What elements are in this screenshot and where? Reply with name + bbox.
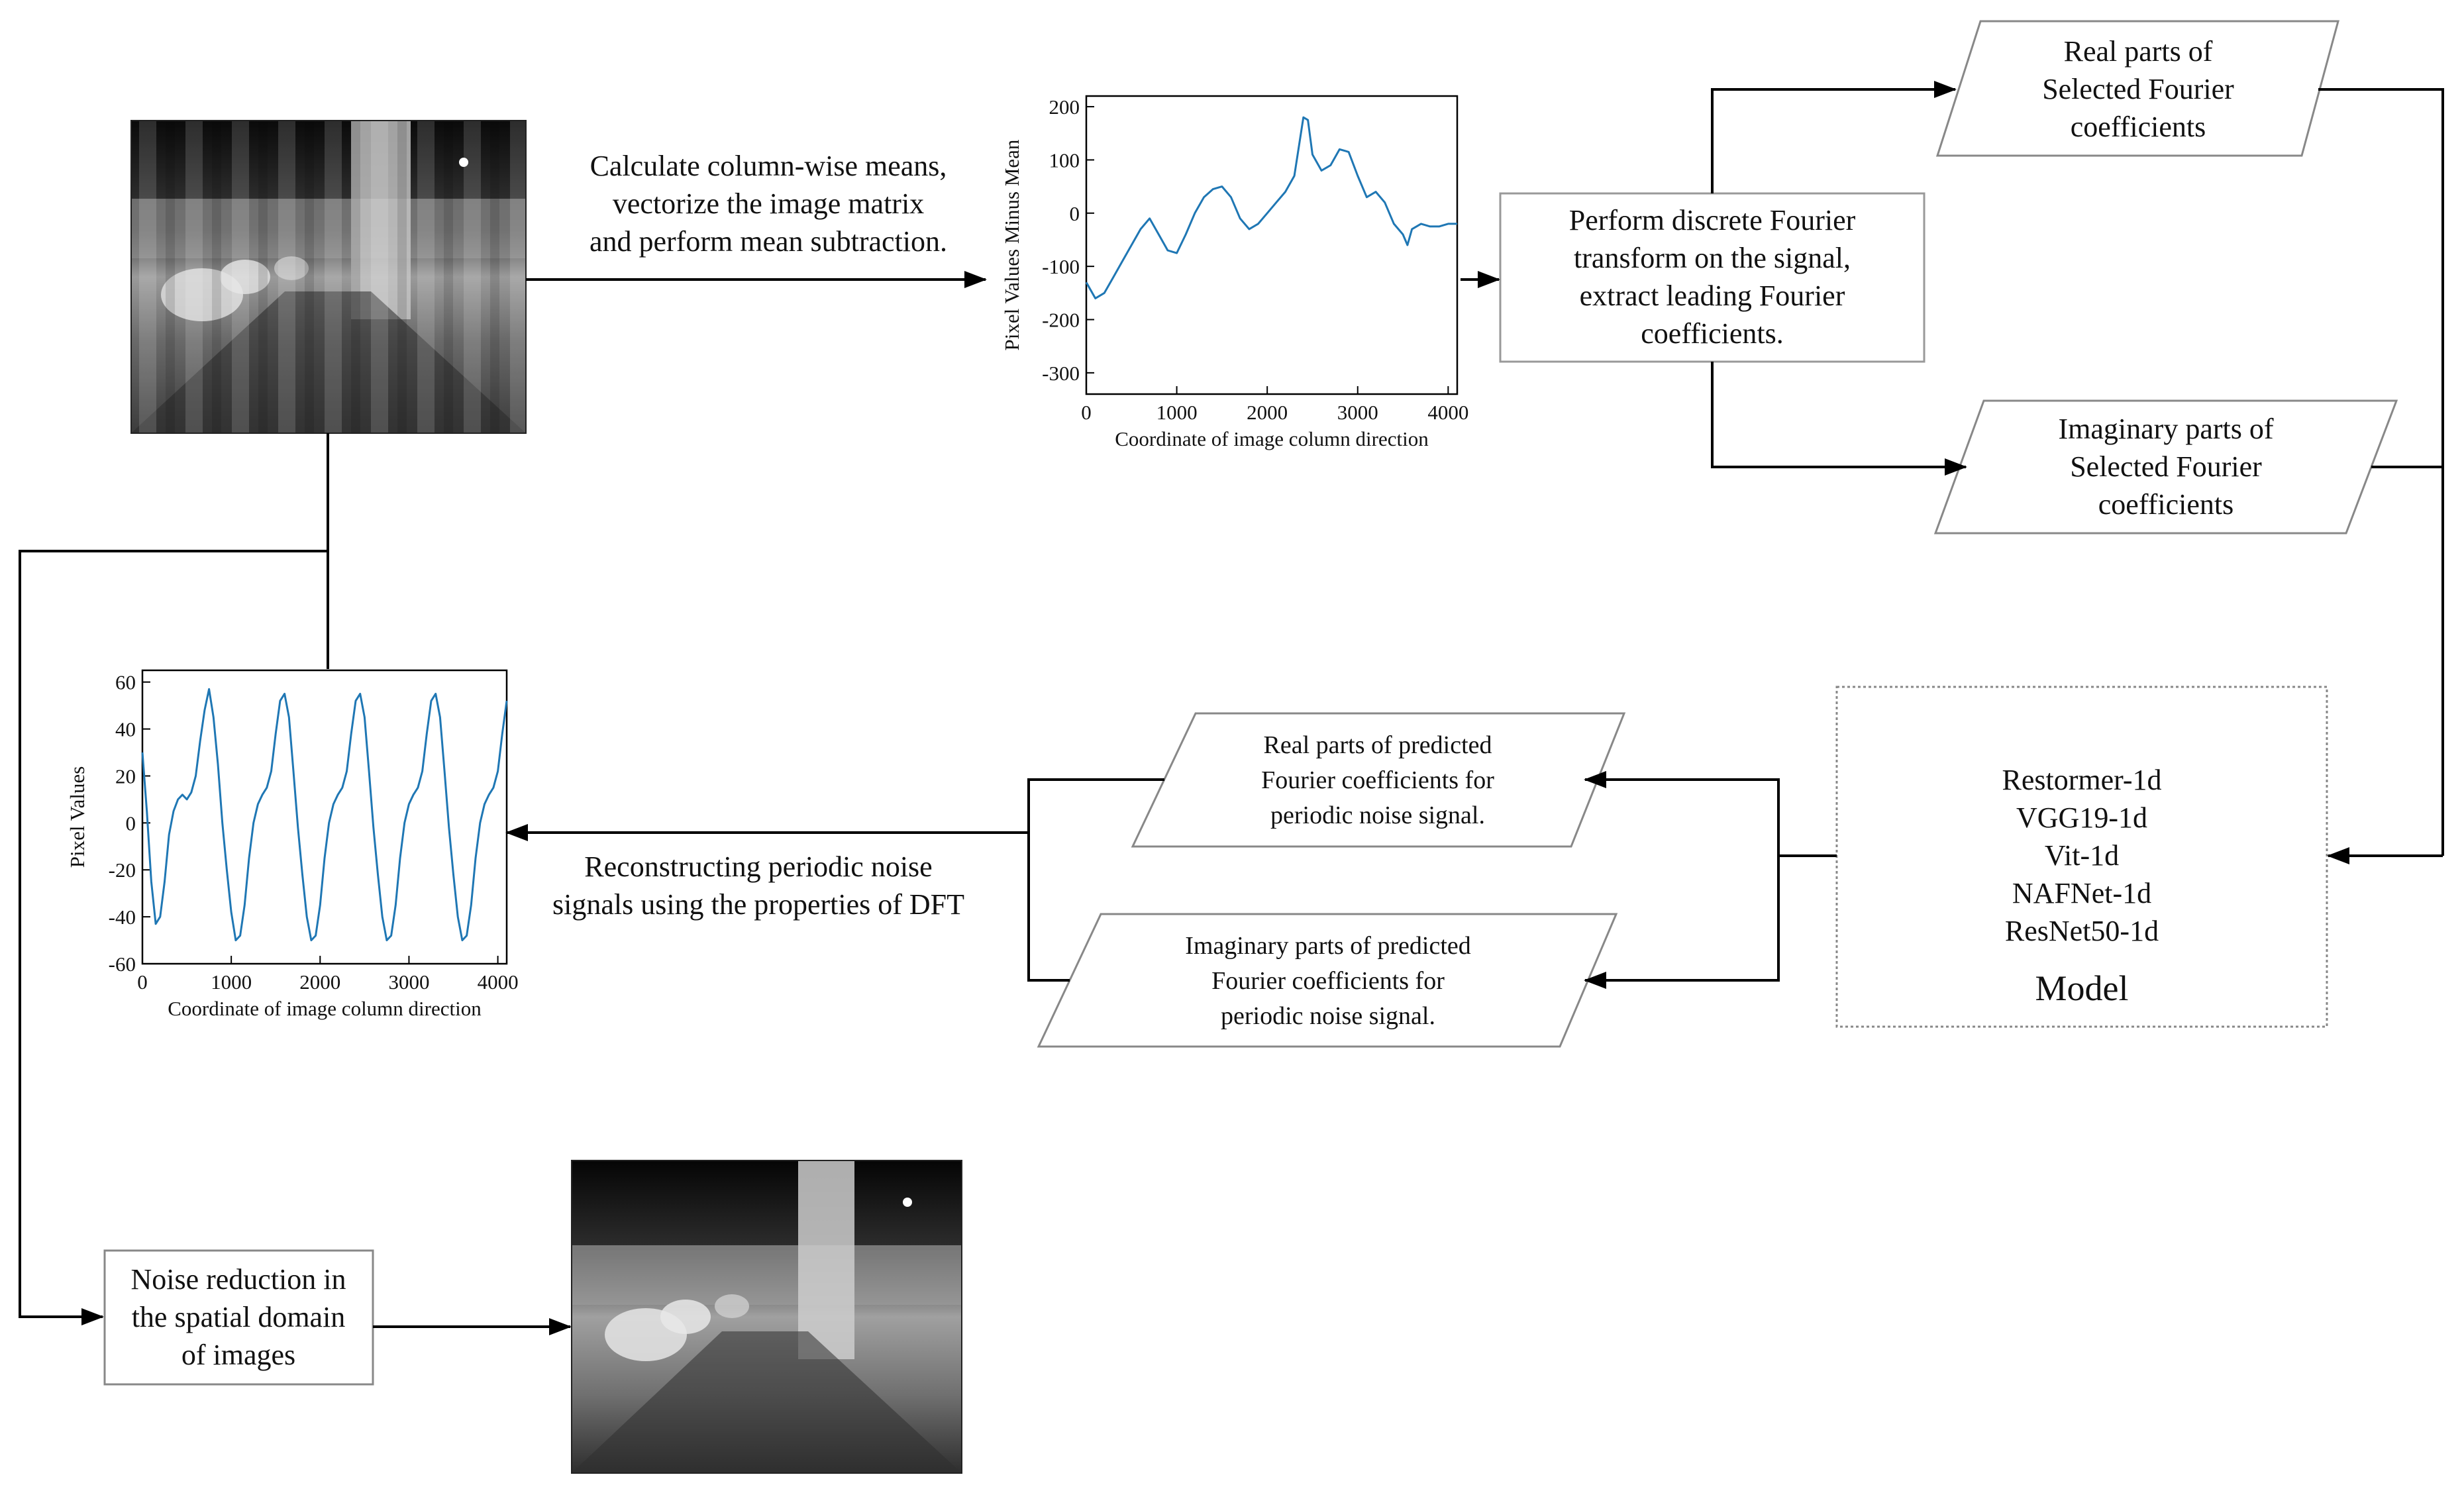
periodic-noise-signal-chart: 0 1000 2000 3000 4000 60 40 20 0 -20 -40 -60Coordin…	[66, 669, 519, 1020]
real-sel-line: Selected Fourier	[2042, 73, 2234, 105]
y-tick-label: 200	[1049, 95, 1080, 119]
y-tick-label: 0	[1070, 202, 1080, 225]
x-axis-label: Coordinate of image column direction	[168, 997, 482, 1020]
y-tick-label: 60	[115, 671, 136, 694]
x-tick-label: 3000	[388, 970, 429, 994]
y-axis-label: Pixel Values	[66, 766, 89, 868]
arrow-dft-to-imag	[1711, 362, 1967, 476]
denoised-thermal-image	[571, 1160, 962, 1474]
dft-line: transform on the signal,	[1574, 242, 1851, 274]
noisy-thermal-image	[130, 120, 527, 434]
noise-reduction-line: Noise reduction in	[130, 1263, 346, 1296]
calc-means-text: Calculate column-wise means, vectorize t…	[590, 150, 947, 258]
y-tick-label: 20	[115, 764, 136, 788]
imag-sel-line: coefficients	[2098, 488, 2233, 521]
y-tick-label: -200	[1042, 309, 1080, 332]
imag-pred-line: periodic noise signal.	[1221, 1002, 1435, 1030]
line-real-to-model	[2318, 88, 2444, 856]
real-parts-selected-box: Real parts of Selected Fourier coefficie…	[1935, 20, 2339, 157]
y-tick-label: -60	[109, 952, 136, 976]
arrow-dft-to-real	[1711, 81, 1957, 193]
calc-means-line: and perform mean subtraction.	[590, 225, 947, 258]
y-tick-label: 0	[126, 811, 136, 835]
x-tick-label: 4000	[1427, 401, 1468, 424]
real-sel-line: Real parts of	[2064, 35, 2213, 68]
y-tick-label: -40	[109, 905, 136, 929]
x-tick-label: 1000	[211, 970, 252, 994]
real-pred-line: Real parts of predicted	[1263, 731, 1492, 759]
calc-means-line: vectorize the image matrix	[613, 187, 924, 220]
model-item: Vit-1d	[2045, 839, 2119, 872]
y-tick-label: -20	[109, 858, 136, 882]
dft-line: Perform discrete Fourier	[1569, 204, 1856, 236]
real-parts-predicted-box: Real parts of predicted Fourier coeffici…	[1131, 712, 1626, 848]
imag-pred-line: Fourier coefficients for	[1211, 967, 1445, 995]
real-pred-line: Fourier coefficients for	[1261, 766, 1494, 794]
noise-reduction-box: Noise reduction in the spatial domain of…	[103, 1249, 374, 1386]
calc-means-line: Calculate column-wise means,	[590, 150, 947, 182]
imaginary-parts-selected-box: Imaginary parts of Selected Fourier coef…	[1933, 399, 2398, 535]
noise-reduction-line: of images	[181, 1339, 295, 1371]
y-tick-label: -100	[1042, 255, 1080, 278]
arrow-loop-to-noise-reduction	[19, 550, 328, 1325]
reconstruct-line: Reconstructing periodic noise	[584, 850, 932, 883]
model-item: NAFNet-1d	[2012, 877, 2151, 909]
x-tick-label: 3000	[1337, 401, 1378, 424]
series-line	[141, 688, 508, 942]
noise-reduction-line: the spatial domain	[132, 1301, 346, 1333]
model-box: Restormer-1d VGG19-1d Vit-1d NAFNet-1d R…	[1835, 686, 2328, 1028]
line-pred-join	[1027, 778, 1164, 982]
x-tick-label: 2000	[1247, 401, 1288, 424]
real-sel-line: coefficients	[2071, 111, 2206, 143]
model-item: ResNet50-1d	[2005, 915, 2159, 947]
imag-pred-line: Imaginary parts of predicted	[1185, 932, 1471, 960]
real-pred-line: periodic noise signal.	[1270, 801, 1485, 829]
x-tick-label: 2000	[299, 970, 340, 994]
connector-lines	[19, 81, 2444, 1335]
arrow-model-to-real-pred	[1584, 771, 1837, 857]
model-label: Model	[2035, 968, 2129, 1008]
reconstruct-text: Reconstructing periodic noise signals us…	[552, 850, 964, 921]
y-tick-label: 40	[115, 718, 136, 741]
series-line	[1085, 116, 1457, 299]
model-item: Restormer-1d	[2002, 764, 2161, 796]
x-tick-label: 1000	[1156, 401, 1198, 424]
y-tick-label: 100	[1049, 148, 1080, 172]
arrow-model-to-imag-pred	[1584, 856, 1780, 989]
x-tick-label: 0	[137, 970, 148, 994]
plot-frame	[1085, 95, 1459, 395]
imag-sel-line: Imaginary parts of	[2059, 413, 2274, 445]
x-axis-label: Coordinate of image column direction	[1115, 427, 1429, 450]
y-axis-label: Pixel Values Minus Mean	[1000, 139, 1023, 350]
x-tick-label: 0	[1081, 401, 1092, 424]
y-tick-label: -300	[1042, 362, 1080, 385]
dft-step-box: Perform discrete Fourier transform on th…	[1499, 192, 1925, 363]
model-item: VGG19-1d	[2016, 801, 2147, 834]
imag-sel-line: Selected Fourier	[2070, 450, 2262, 483]
dft-line: coefficients.	[1641, 317, 1783, 350]
reconstruct-line: signals using the properties of DFT	[552, 888, 964, 921]
imaginary-parts-predicted-box: Imaginary parts of predicted Fourier coe…	[1037, 913, 1618, 1048]
plot-frame	[141, 669, 508, 965]
dft-line: extract leading Fourier	[1580, 280, 1845, 312]
x-tick-label: 4000	[478, 970, 519, 994]
